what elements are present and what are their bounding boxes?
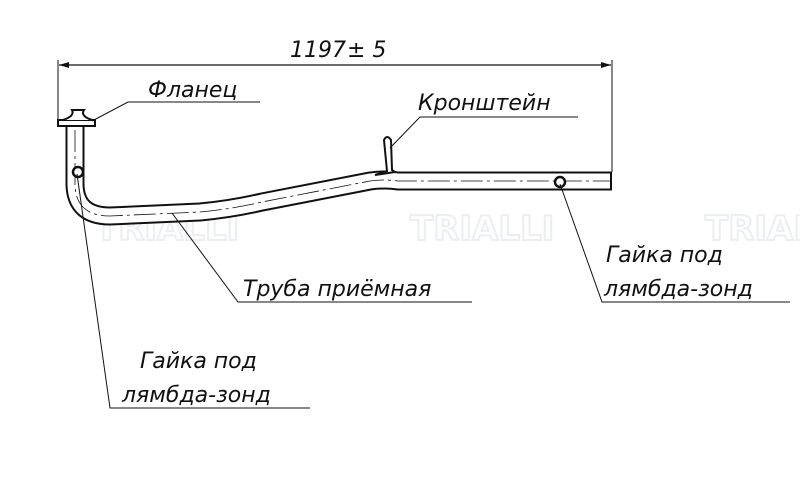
dimension-value: 1197 (290, 38, 346, 63)
lambda-sensor-nut-right (553, 175, 567, 189)
exhaust-pipe (65, 124, 612, 226)
label-flange: Фланец (148, 78, 237, 103)
label-sensor-nut-right-line1: Гайка под (606, 243, 723, 268)
label-bracket: Кронштейн (418, 91, 551, 116)
overall-length-dimension: 1197 ± 5 (57, 38, 613, 172)
lambda-sensor-nut-left (71, 165, 85, 179)
flange (57, 109, 96, 127)
dimension-tolerance: ± 5 (347, 38, 386, 63)
bracket (374, 136, 398, 176)
label-sensor-nut-left-line1: Гайка под (140, 349, 257, 374)
label-pipe: Труба приёмная (243, 277, 431, 302)
label-sensor-nut-right-line2: лямбда-зонд (603, 277, 753, 302)
leader-lines (76, 101, 790, 409)
svg-text:TRIALLI: TRIALLI (410, 209, 554, 249)
svg-text:TRIALLI: TRIALLI (705, 209, 800, 249)
label-sensor-nut-left-line2: лямбда-зонд (121, 383, 271, 408)
